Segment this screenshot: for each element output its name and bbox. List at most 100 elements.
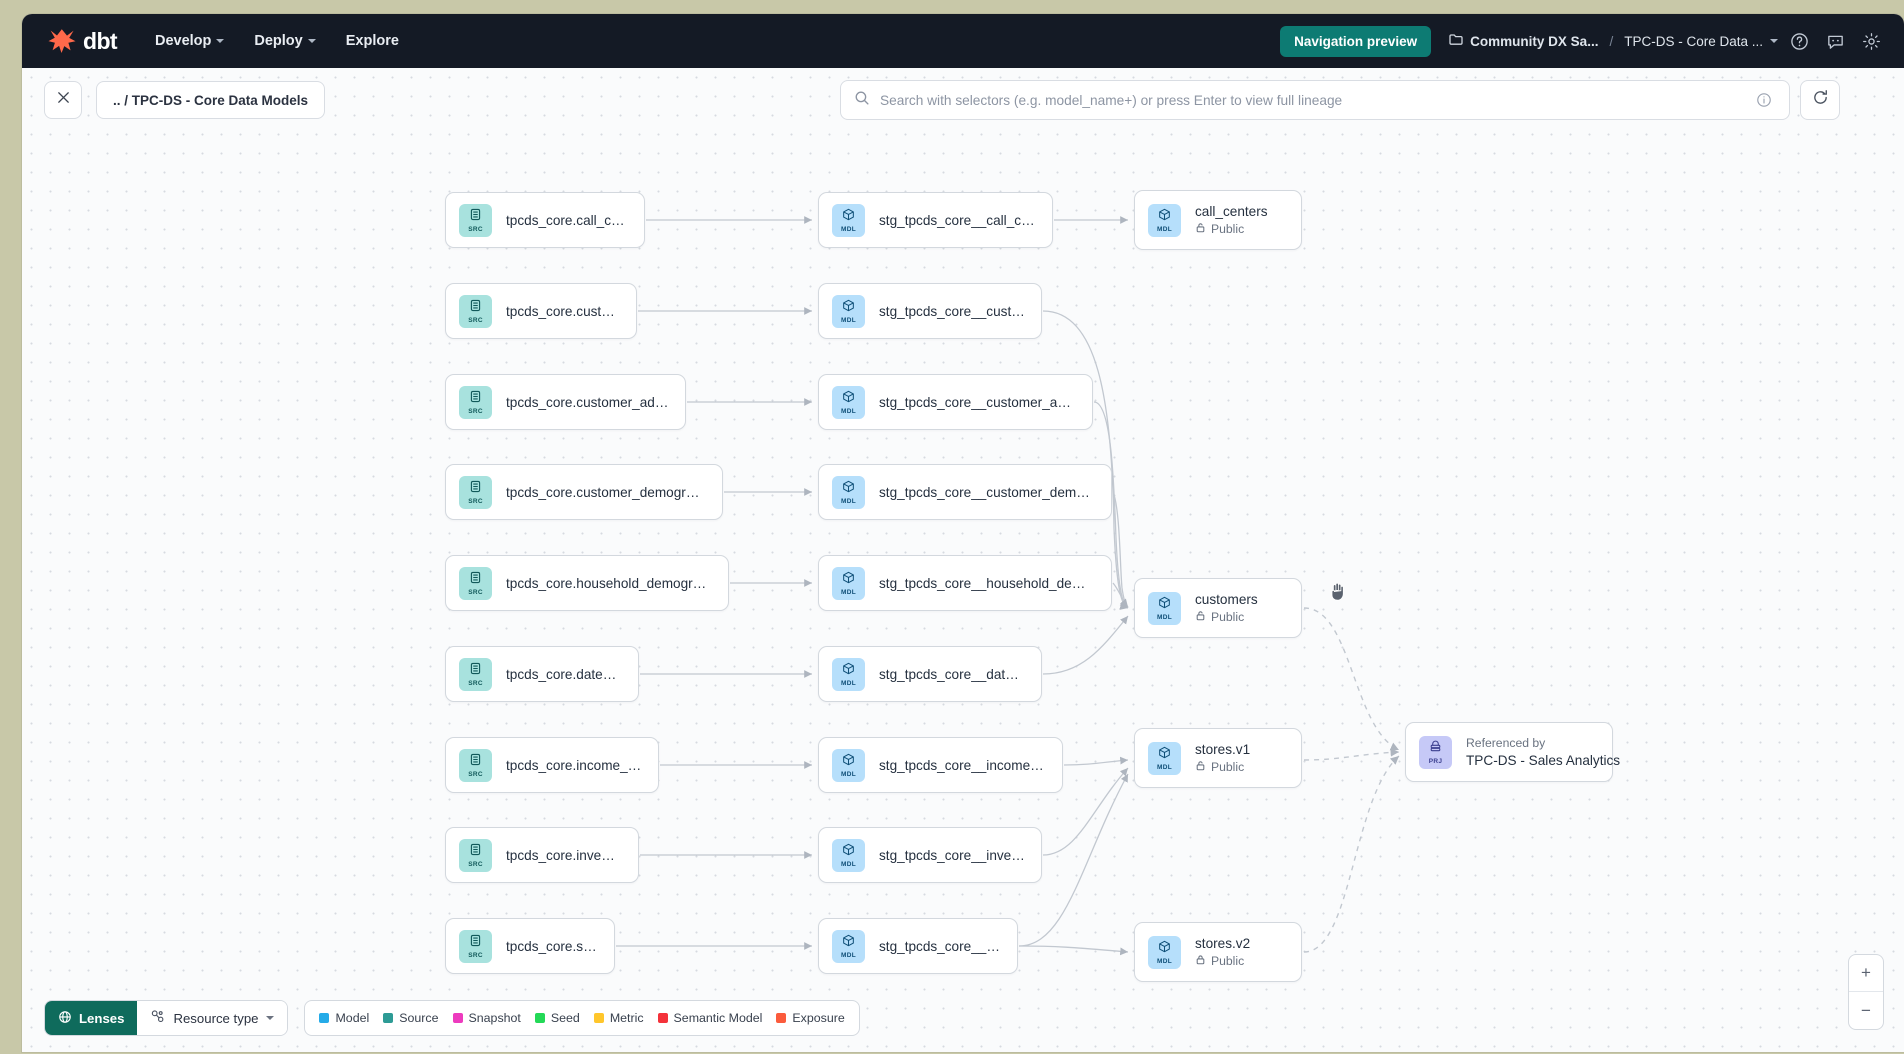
lens-control-group: Lenses Resource type bbox=[44, 1000, 289, 1036]
referenced-by-label: Referenced by bbox=[1466, 736, 1546, 750]
help-circle-icon[interactable] bbox=[1784, 26, 1814, 56]
lineage-node-model[interactable]: MDL stg_tpcds_core__household_demogr... bbox=[818, 555, 1112, 611]
node-label: stg_tpcds_core__income_band bbox=[879, 757, 1046, 773]
cube-icon bbox=[842, 934, 855, 951]
breadcrumb-project: TPC-DS - Core Data ... bbox=[1624, 33, 1763, 49]
lineage-node-source[interactable]: SRC tpcds_core.call_center bbox=[445, 192, 645, 248]
lineage-node-model[interactable]: MDL stg_tpcds_core__customer_demogra... bbox=[818, 464, 1112, 520]
legend-item-source: Source bbox=[383, 1011, 439, 1025]
resource-type-legend: Model Source Snapshot Seed Metric bbox=[304, 1000, 860, 1036]
lineage-canvas[interactable]: .. / TPC-DS - Core Data Models bbox=[22, 68, 1904, 1052]
search-area bbox=[840, 80, 1840, 120]
lineage-node-model[interactable]: MDL stg_tpcds_core__customer bbox=[818, 283, 1042, 339]
legend-label: Semantic Model bbox=[673, 1011, 763, 1025]
nodes-icon bbox=[150, 1009, 165, 1027]
lineage-node-source[interactable]: SRC tpcds_core.customer bbox=[445, 283, 637, 339]
node-text-block: Referenced by TPC-DS - Sales Analytics bbox=[1466, 736, 1620, 768]
model-badge-icon: MDL bbox=[832, 203, 865, 237]
node-text-block: stores.v2 Public bbox=[1195, 936, 1250, 968]
project-badge-icon: PRJ bbox=[1419, 735, 1452, 769]
node-label: stg_tpcds_core__inventory bbox=[879, 847, 1025, 863]
lineage-node-source[interactable]: SRC tpcds_core.income_band bbox=[445, 737, 659, 793]
navigation-preview-button[interactable]: Navigation preview bbox=[1280, 25, 1432, 57]
node-access-badge: Public bbox=[1195, 954, 1250, 968]
chevron-down-icon bbox=[216, 39, 225, 43]
source-badge-icon: SRC bbox=[459, 475, 492, 509]
close-button[interactable] bbox=[44, 81, 82, 119]
gear-icon[interactable] bbox=[1856, 26, 1886, 56]
database-icon bbox=[469, 390, 482, 407]
lineage-node-public-model[interactable]: MDL call_centers Public bbox=[1134, 190, 1302, 250]
nav-item-develop-label: Develop bbox=[154, 33, 212, 49]
legend-swatch bbox=[452, 1013, 463, 1023]
lineage-node-public-model[interactable]: MDL stores.v1 Public bbox=[1134, 728, 1302, 788]
zoom-out-button[interactable]: − bbox=[1861, 1000, 1871, 1020]
database-icon bbox=[469, 843, 482, 860]
node-access-label: Public bbox=[1211, 954, 1245, 968]
refresh-button[interactable] bbox=[1800, 80, 1840, 120]
nav-item-deploy[interactable]: Deploy bbox=[252, 27, 317, 55]
legend-label: Model bbox=[335, 1011, 370, 1025]
lineage-node-source[interactable]: SRC tpcds_core.date_dim bbox=[445, 646, 639, 702]
nav-item-explore[interactable]: Explore bbox=[344, 27, 401, 55]
dbt-logo[interactable]: dbt bbox=[48, 28, 118, 55]
lineage-node-public-model[interactable]: MDL customers Public bbox=[1134, 578, 1302, 638]
lineage-node-project-reference[interactable]: PRJ Referenced by TPC-DS - Sales Analyti… bbox=[1405, 722, 1620, 782]
dbt-explore-app: dbt Develop Deploy Explore Navigation pr… bbox=[22, 14, 1904, 1052]
database-icon bbox=[469, 299, 482, 316]
resource-type-dropdown[interactable]: Resource type bbox=[137, 1001, 288, 1035]
lineage-node-source[interactable]: SRC tpcds_core.customer_demographics bbox=[445, 464, 723, 520]
lineage-node-model[interactable]: MDL stg_tpcds_core__income_band bbox=[818, 737, 1063, 793]
node-label: tpcds_core.inventory bbox=[506, 847, 622, 863]
lineage-node-source[interactable]: SRC tpcds_core.store bbox=[445, 918, 615, 974]
nav-item-develop[interactable]: Develop bbox=[153, 27, 226, 55]
lineage-node-model[interactable]: MDL stg_tpcds_core__store bbox=[818, 918, 1018, 974]
search-box[interactable] bbox=[840, 80, 1790, 120]
resource-type-label: Resource type bbox=[173, 1010, 259, 1026]
lineage-node-model[interactable]: MDL stg_tpcds_core__call_center bbox=[818, 192, 1053, 248]
breadcrumb[interactable]: Community DX Sa... / TPC-DS - Core Data … bbox=[1449, 33, 1778, 49]
refresh-icon bbox=[1812, 89, 1829, 111]
lineage-node-public-model[interactable]: MDL stores.v2 Public bbox=[1134, 922, 1302, 982]
cube-icon bbox=[842, 208, 855, 225]
model-badge-icon: MDL bbox=[1148, 591, 1181, 625]
lineage-node-model[interactable]: MDL stg_tpcds_core__customer_address bbox=[818, 374, 1093, 430]
model-badge-icon: MDL bbox=[832, 748, 865, 782]
lineage-node-source[interactable]: SRC tpcds_core.customer_address bbox=[445, 374, 686, 430]
node-label: tpcds_core.date_dim bbox=[506, 666, 622, 682]
node-title: customers bbox=[1195, 592, 1258, 607]
model-badge-icon: MDL bbox=[832, 385, 865, 419]
legend-label: Source bbox=[399, 1011, 439, 1025]
model-badge-icon: MDL bbox=[1148, 203, 1181, 237]
unlock-icon bbox=[1195, 610, 1206, 624]
badge-type-label: MDL bbox=[841, 770, 856, 778]
lineage-toolbar: .. / TPC-DS - Core Data Models bbox=[22, 68, 1904, 132]
cube-icon bbox=[842, 571, 855, 588]
chat-feedback-icon[interactable] bbox=[1820, 26, 1850, 56]
badge-type-label: MDL bbox=[841, 860, 856, 868]
cube-icon bbox=[1158, 746, 1171, 763]
lineage-node-source[interactable]: SRC tpcds_core.household_demographics bbox=[445, 555, 729, 611]
lineage-node-source[interactable]: SRC tpcds_core.inventory bbox=[445, 827, 639, 883]
project-breadcrumb-chip[interactable]: .. / TPC-DS - Core Data Models bbox=[96, 81, 326, 119]
info-circle-icon[interactable] bbox=[1752, 88, 1776, 112]
search-input[interactable] bbox=[880, 92, 1742, 108]
source-badge-icon: SRC bbox=[459, 657, 492, 691]
legend-swatch bbox=[319, 1013, 330, 1023]
node-label: stg_tpcds_core__customer_demogra... bbox=[879, 484, 1095, 500]
badge-type-label: MDL bbox=[841, 679, 856, 687]
legend-label: Metric bbox=[609, 1011, 644, 1025]
dbt-logo-icon bbox=[48, 28, 76, 54]
node-access-label: Public bbox=[1211, 760, 1245, 774]
node-text-block: customers Public bbox=[1195, 592, 1258, 624]
cube-icon bbox=[842, 480, 855, 497]
zoom-in-button[interactable]: + bbox=[1849, 955, 1883, 992]
close-icon bbox=[56, 90, 71, 110]
unlock-icon bbox=[1195, 760, 1206, 774]
badge-type-label: MDL bbox=[1157, 613, 1172, 621]
lineage-node-model[interactable]: MDL stg_tpcds_core__inventory bbox=[818, 827, 1042, 883]
source-badge-icon: SRC bbox=[459, 566, 492, 600]
lenses-button[interactable]: Lenses bbox=[45, 1001, 138, 1035]
lineage-node-model[interactable]: MDL stg_tpcds_core__date_dim bbox=[818, 646, 1042, 702]
source-badge-icon: SRC bbox=[459, 385, 492, 419]
